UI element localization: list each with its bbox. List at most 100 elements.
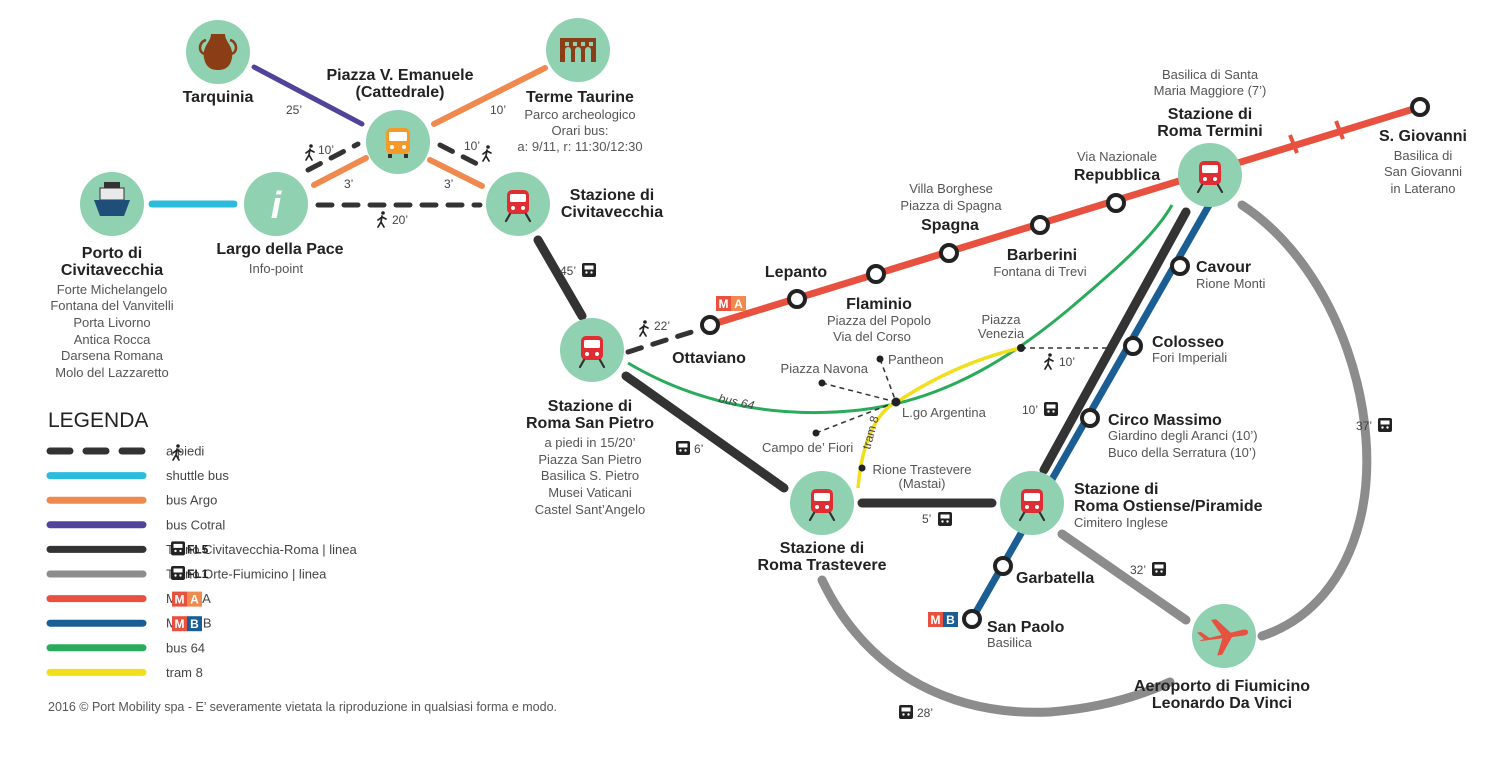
termini-badge[interactable] — [1178, 143, 1242, 207]
stop-spagna[interactable] — [939, 243, 959, 263]
largo-argentina-label: L.go Argentina — [902, 405, 987, 420]
stop-campo-fiori[interactable] — [812, 429, 820, 437]
tarquinia-name: Tarquinia — [183, 89, 254, 106]
san-paolo-line: Basilica — [987, 635, 1033, 650]
walk-navona — [821, 382, 897, 403]
time-label: 10’ — [318, 143, 334, 157]
piazza-navona-label: Piazza Navona — [781, 361, 869, 376]
termini-name: Stazione di — [1168, 106, 1252, 123]
san-pietro-line: Basilica S. Pietro — [541, 468, 639, 483]
stop-cavour[interactable] — [1170, 256, 1190, 276]
stop-largo-argentina[interactable] — [891, 397, 901, 407]
s-giovanni-line: San Giovanni — [1384, 164, 1462, 179]
cavour-name: Cavour — [1196, 259, 1251, 276]
circo-massimo-name: Circo Massimo — [1108, 412, 1222, 429]
legend-label: Treno Civitavecchia-Roma | linea — [166, 542, 358, 557]
time-label: 20’ — [392, 213, 408, 227]
porto-line: Porta Livorno — [73, 315, 150, 330]
metro-a-labels: Ottaviano Lepanto Flaminio Piazza del Po… — [672, 128, 1467, 367]
san-pietro-name: Stazione di — [548, 398, 632, 415]
ottaviano-name: Ottaviano — [672, 350, 746, 367]
flaminio-name: Flaminio — [846, 296, 912, 313]
fiumicino-badge[interactable] — [1192, 604, 1256, 668]
termini-name: Roma Termini — [1157, 123, 1263, 140]
argo-piazza-civ — [427, 157, 485, 189]
stop-pantheon[interactable] — [876, 355, 884, 363]
stop-circo-massimo[interactable] — [1080, 408, 1100, 428]
porto-line: Fontana del Vanvitelli — [50, 298, 173, 313]
time-label: 25’ — [286, 103, 302, 117]
colosseo-name: Colosseo — [1152, 334, 1224, 351]
train-icon — [676, 441, 690, 455]
stop-ottaviano[interactable] — [700, 315, 720, 335]
porto-badge[interactable] — [80, 172, 144, 236]
spagna-above: Piazza di Spagna — [900, 198, 1002, 213]
porto-name: Porto di — [82, 245, 142, 262]
minor-stops — [812, 344, 1025, 472]
minor-labels: Piazza Venezia Pantheon Piazza Navona L.… — [762, 312, 1025, 491]
flaminio-line: Via del Corso — [833, 329, 911, 344]
svg-text:A: A — [734, 297, 743, 311]
time-label: 32’ — [1130, 563, 1146, 577]
train-icon — [1378, 418, 1392, 432]
largo-name: Largo della Pace — [216, 241, 343, 258]
legend-row: Metro AMA — [46, 591, 211, 607]
time-label: 6’ — [694, 442, 703, 456]
ruins-icon — [560, 38, 596, 62]
info-icon: i — [271, 185, 283, 227]
spagna-name: Spagna — [921, 217, 979, 234]
civitavecchia-badge[interactable] — [486, 172, 550, 236]
stop-s-giovanni[interactable] — [1410, 97, 1430, 117]
piazza-ve-badge[interactable] — [366, 110, 430, 174]
walk-icon — [1044, 352, 1054, 370]
largo-badge[interactable]: i — [244, 172, 308, 236]
legend-label: bus Cotral — [166, 517, 225, 532]
terme-badge[interactable] — [546, 18, 610, 82]
stop-repubblica[interactable] — [1106, 193, 1126, 213]
piazza-venezia-label: Piazza — [981, 312, 1021, 327]
legend-label: bus 64 — [166, 640, 205, 655]
stop-barberini[interactable] — [1030, 215, 1050, 235]
porto-line: Forte Michelangelo — [57, 282, 168, 297]
route-lines: bus 64 tram 8 — [148, 64, 1424, 717]
time-label: 37’ — [1356, 419, 1372, 433]
stop-colosseo[interactable] — [1123, 336, 1143, 356]
san-pietro-badge[interactable] — [560, 318, 624, 382]
piazza-ve-sub: (Cattedrale) — [356, 84, 445, 101]
flaminio-line: Piazza del Popolo — [827, 313, 931, 328]
fiumicino-name: Aeroporto di Fiumicino — [1134, 678, 1310, 695]
trastevere-name: Roma Trastevere — [758, 557, 887, 574]
circo-massimo-line: Buco della Serratura (10’) — [1108, 445, 1256, 460]
legend-line-tag: FL1 — [187, 567, 209, 581]
stop-rione-trastevere[interactable] — [858, 464, 866, 472]
stop-flaminio[interactable] — [866, 264, 886, 284]
train-icon — [1044, 402, 1058, 416]
stop-piazza-navona[interactable] — [818, 379, 826, 387]
walk-icon — [305, 143, 315, 161]
ostiense-name: Stazione di — [1074, 481, 1158, 498]
porto-line: Antica Rocca — [74, 332, 151, 347]
argo-piazza-terme — [431, 65, 548, 127]
time-label: 10’ — [490, 103, 506, 117]
stop-garbatella[interactable] — [993, 556, 1013, 576]
tarquinia-badge[interactable] — [186, 20, 250, 84]
time-label: 10’ — [1022, 403, 1038, 417]
metro-b-labels: Cavour Rione Monti Colosseo Fori Imperia… — [987, 259, 1265, 650]
circo-massimo-line: Giardino degli Aranci (10’) — [1108, 428, 1258, 443]
termini-above: Basilica di Santa — [1162, 67, 1259, 82]
ship-icon — [94, 182, 130, 216]
stop-piazza-venezia[interactable] — [1017, 344, 1025, 352]
time-label: 28’ — [917, 706, 933, 720]
ostiense-badge[interactable] — [1000, 471, 1064, 535]
walk-sanpietro-ottaviano — [625, 327, 701, 355]
stop-lepanto[interactable] — [787, 289, 807, 309]
trastevere-badge[interactable] — [790, 471, 854, 535]
san-pietro-line: Musei Vaticani — [548, 485, 632, 500]
legend-label: a piedi — [166, 444, 204, 459]
walk-icon — [482, 144, 492, 162]
cavour-line: Rione Monti — [1196, 276, 1265, 291]
stop-san-paolo[interactable] — [962, 609, 982, 629]
spagna-above: Villa Borghese — [909, 181, 993, 196]
